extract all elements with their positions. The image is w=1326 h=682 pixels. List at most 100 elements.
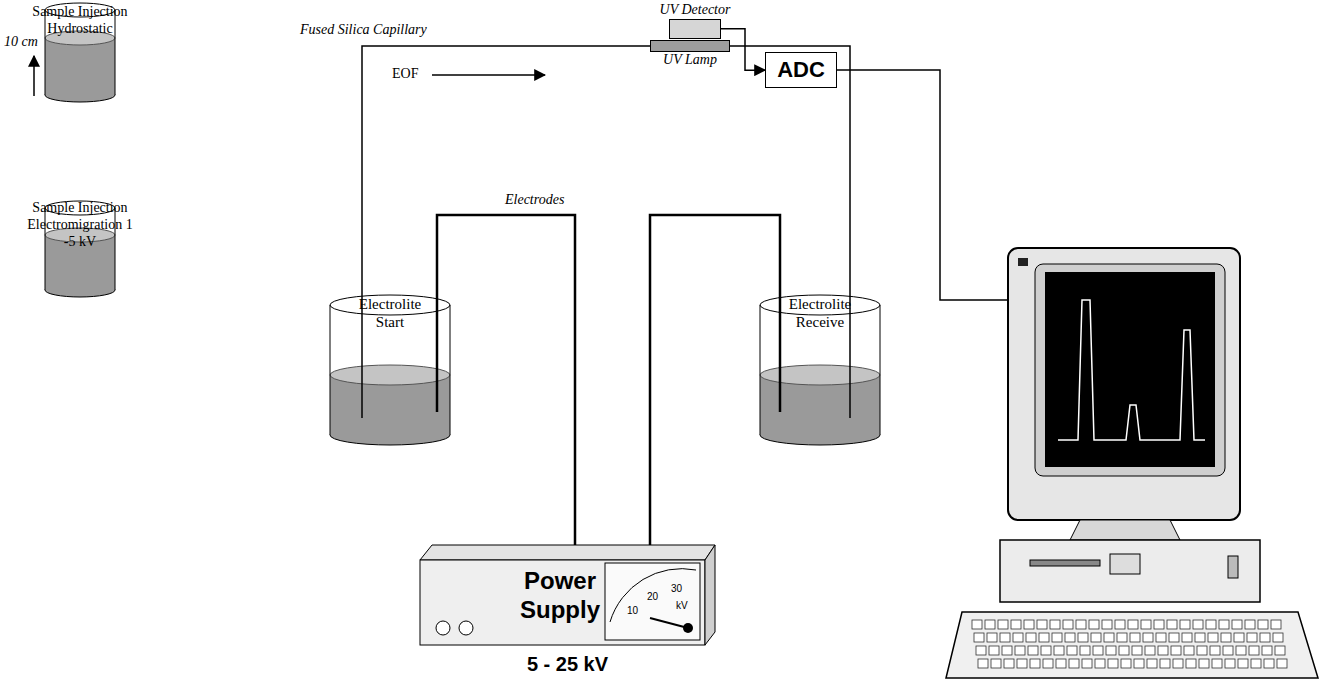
- top-face: [420, 545, 715, 560]
- flow-arrow: [432, 74, 545, 76]
- key: [1117, 633, 1127, 642]
- key: [987, 633, 997, 642]
- key: [1171, 646, 1181, 655]
- injection-beaker: Sample Injection Hydrostatic: [25, 4, 135, 38]
- scale-number: 20: [647, 591, 658, 602]
- flow-label: EOF: [392, 66, 418, 81]
- scale-number: 30: [671, 583, 682, 594]
- voltage-range: 5 - 25 kV: [420, 652, 715, 676]
- key: [1056, 659, 1066, 668]
- key: [1251, 659, 1261, 668]
- key: [1082, 659, 1092, 668]
- knob: [459, 621, 473, 635]
- key: [998, 620, 1008, 629]
- key: [1277, 659, 1287, 668]
- key: [1180, 620, 1190, 629]
- electrolyte-beaker: Electrolite Start: [320, 295, 460, 331]
- key: [1004, 659, 1014, 668]
- uv-lamp-housing: [650, 40, 730, 52]
- key: [976, 646, 986, 655]
- key: [1050, 620, 1060, 629]
- key: [1024, 620, 1034, 629]
- front-face: [420, 560, 705, 645]
- key: [1037, 620, 1047, 629]
- key: [1132, 646, 1142, 655]
- key: [1095, 659, 1105, 668]
- beaker: [45, 201, 115, 297]
- key: [972, 620, 982, 629]
- key: [1232, 620, 1242, 629]
- key: [1054, 646, 1064, 655]
- drive-slot: [1030, 560, 1100, 566]
- monitor-bezel: [1035, 264, 1225, 476]
- monitor: [1008, 248, 1240, 520]
- key: [1015, 646, 1025, 655]
- key: [985, 620, 995, 629]
- uv-lamp: UV Lamp: [640, 40, 740, 69]
- key: [1093, 646, 1103, 655]
- key: [1080, 646, 1090, 655]
- keyboard: [946, 612, 1318, 678]
- key: [1275, 646, 1285, 655]
- keys: [972, 620, 1287, 668]
- meter-scale: [610, 569, 696, 622]
- signal-wire: [837, 70, 1008, 300]
- key: [1052, 633, 1062, 642]
- key: [1247, 633, 1257, 642]
- beaker-caption: Sample Injection Electromigration 1 -5 k…: [25, 200, 135, 250]
- key: [1145, 646, 1155, 655]
- meter-pivot: [683, 623, 693, 633]
- key: [1043, 659, 1053, 668]
- key: [1236, 646, 1246, 655]
- key: [1193, 620, 1203, 629]
- electrode-wire: [437, 215, 575, 545]
- power-supply-body: [420, 545, 715, 645]
- capillary: [362, 46, 850, 295]
- key: [1104, 633, 1114, 642]
- key: [1028, 646, 1038, 655]
- system-unit: [1000, 540, 1260, 602]
- key: [1158, 646, 1168, 655]
- injection-beaker: Sample Injection Electromigration 1 -5 k…: [25, 200, 135, 250]
- key: [1264, 659, 1274, 668]
- key: [1017, 659, 1027, 668]
- electrode-wire: [650, 215, 780, 545]
- key: [1069, 659, 1079, 668]
- beaker-wall: [45, 10, 46, 95]
- beaker-caption: Electrolite Receive: [775, 295, 865, 331]
- key: [1160, 659, 1170, 668]
- key: [1091, 633, 1101, 642]
- key: [1225, 659, 1235, 668]
- key: [1147, 659, 1157, 668]
- key: [1108, 659, 1118, 668]
- beaker-wall: [115, 10, 116, 95]
- key: [1013, 633, 1023, 642]
- beaker-caption: Sample Injection Hydrostatic: [25, 4, 135, 38]
- uv-detector: UV Detector: [650, 2, 740, 39]
- scale-number: 10: [627, 605, 638, 616]
- key: [1186, 659, 1196, 668]
- key: [1195, 633, 1205, 642]
- uv-detector-housing: [669, 19, 721, 39]
- meter-needle: [650, 618, 688, 628]
- key: [1223, 646, 1233, 655]
- key: [978, 659, 988, 668]
- liquid-surface: [760, 365, 880, 385]
- key: [991, 659, 1001, 668]
- key: [1249, 646, 1259, 655]
- electrolyte-beaker: Electrolite Receive: [750, 295, 890, 331]
- detector-label: UV Detector: [650, 2, 740, 19]
- key: [1208, 633, 1218, 642]
- power-led: [1018, 258, 1028, 266]
- key: [1271, 620, 1281, 629]
- edge-label: Fused Silica Capillary: [300, 22, 427, 38]
- key: [1000, 633, 1010, 642]
- scale-unit: kV: [676, 600, 688, 611]
- key: [1212, 659, 1222, 668]
- beaker-wall: [760, 305, 761, 435]
- key: [1238, 659, 1248, 668]
- adc-label: ADC: [772, 57, 830, 83]
- key: [1167, 620, 1177, 629]
- liquid-surface: [330, 365, 450, 385]
- key: [1143, 633, 1153, 642]
